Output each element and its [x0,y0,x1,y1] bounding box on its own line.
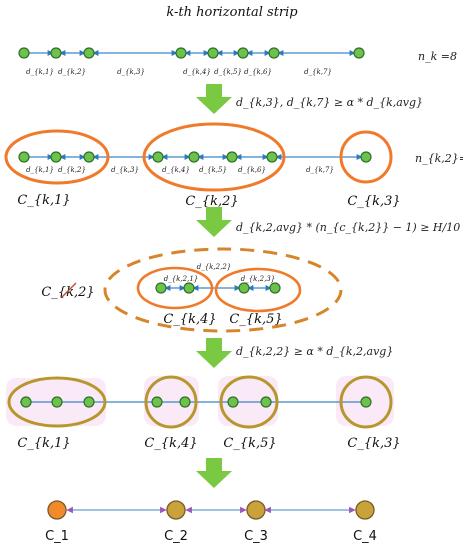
cluster-ellipse [136,266,214,310]
cluster-ellipse [339,130,393,184]
final-node [47,500,67,520]
row2-node [360,151,372,163]
row4: C_{k,1} C_{k,4} C_{k,5} C_{k,3} [6,375,401,451]
cluster-ellipse [214,267,302,313]
cluster-label: C_{k,5} [223,436,276,451]
row2-node [83,151,95,163]
step-arrow-1: d_{k,3}, d_{k,7} ≥ α * d_{k,avg} [196,84,423,114]
cluster-ellipse [144,375,198,429]
row4-node [260,396,272,408]
cluster-ellipse [339,375,393,429]
row2-node [226,151,238,163]
diagram-title: k-th horizontal strip [166,5,298,20]
step1-condition: d_{k,3}, d_{k,7} ≥ α * d_{k,avg} [236,96,423,109]
step-arrow-2: d_{k,2,avg} * (n_{c_{k,2}} − 1) ≥ H/10 [196,207,460,237]
step-arrow-4 [196,458,232,488]
final-node-label: C_2 [164,529,188,544]
row4-node [151,396,163,408]
strike-mark [61,282,77,298]
row1-edge-label: d_{k,2} [58,68,86,76]
step-arrow-shape [196,84,232,114]
row1: d_{k,1} d_{k,2} d_{k,3} d_{k,4} d_{k,5} … [18,47,457,76]
row3-edge-label: d_{k,2,1} [164,275,199,283]
row1-node [83,47,95,59]
row3-edge-label: d_{k,2,3} [241,275,276,283]
highlight-band [144,376,199,426]
final-node-label: C_3 [244,529,268,544]
row4-node [83,396,95,408]
row1-node [207,47,219,59]
row2-node [188,151,200,163]
cluster-label: C_{k,3} [347,436,400,451]
final-node [246,500,266,520]
row2-node [266,151,278,163]
row3-edge-label: d_{k,2,2} [197,263,232,271]
cluster-ellipse [7,376,107,428]
cluster-label: C_{k,1} [17,193,70,208]
row2-edge-label: d_{k,5} [199,166,227,174]
row3-node [183,282,195,294]
row3-node [155,282,167,294]
row2: d_{k,1} d_{k,2} d_{k,3} d_{k,4} d_{k,5} … [4,122,463,209]
row3-node [238,282,250,294]
cluster-label: C_{k,2} [185,194,238,209]
row4-node [360,396,372,408]
removed-cluster-ellipse [103,247,343,333]
cluster-label: C_{k,4} [163,312,216,327]
removed-cluster-label: C_{k,2} [41,285,94,300]
row4-node [20,396,32,408]
row1-edge-label: d_{k,7} [304,68,332,76]
cluster-label: C_{k,1} [17,436,70,451]
row1-node [175,47,187,59]
row2-edge-label: d_{k,6} [238,166,266,174]
highlight-band [218,376,278,426]
row2-edge-label: d_{k,4} [162,166,190,174]
row4-node [227,396,239,408]
row1-edge-label: d_{k,1} [26,68,54,76]
row3: C_{k,2} d_{k,2,1} d_{k,2,2} d_{k,2,3} C_… [41,247,343,333]
step2-condition: d_{k,2,avg} * (n_{c_{k,2}} − 1) ≥ H/10 [236,221,460,234]
step-arrow-shape [196,458,232,488]
row2-edge-label: d_{k,7} [306,166,334,174]
step-arrow-3: d_{k,2,2} ≥ α * d_{k,2,avg} [196,338,393,368]
row1-count: n_k =8 [418,50,457,63]
row4-node [51,396,63,408]
row3-node [269,282,281,294]
row1-edge-label: d_{k,5} [214,68,242,76]
final-node-label: C_4 [353,529,377,544]
row1-node [50,47,62,59]
row5: C_1 C_2 C_3 C_4 [45,500,377,544]
row1-edge-label: d_{k,6} [244,68,272,76]
row2-node [50,151,62,163]
row2-count: n_{k,2}=4 [415,152,463,165]
row2-edge-label: d_{k,3} [111,166,139,174]
step-arrow-shape [196,338,232,368]
cluster-ellipse [219,375,279,429]
row1-node [237,47,249,59]
cluster-label: C_{k,3} [347,194,400,209]
row2-node [152,151,164,163]
row1-node [18,47,30,59]
row1-node [353,47,365,59]
row1-node [268,47,280,59]
step-arrow-shape [196,207,232,237]
row1-edge-label: d_{k,3} [117,68,145,76]
final-node [166,500,186,520]
final-node-label: C_1 [45,529,69,544]
cluster-ellipse [142,122,286,192]
row4-node [179,396,191,408]
row1-edge-label: d_{k,4} [183,68,211,76]
step3-condition: d_{k,2,2} ≥ α * d_{k,2,avg} [236,345,393,358]
row2-edge-label: d_{k,2} [58,166,86,174]
cluster-label: C_{k,5} [229,312,282,327]
final-node [355,500,375,520]
row2-node [18,151,30,163]
row2-edge-label: d_{k,1} [26,166,54,174]
cluster-ellipse [4,129,110,185]
cluster-label: C_{k,4} [144,436,197,451]
